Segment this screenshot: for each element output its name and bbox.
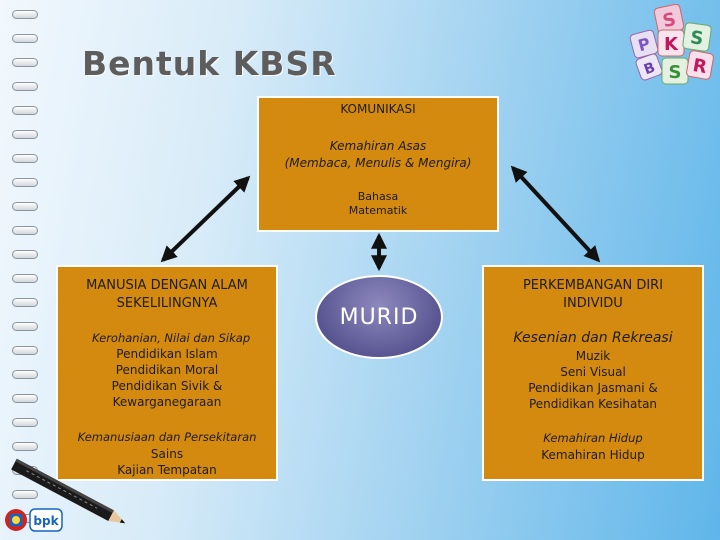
binder-ring-icon bbox=[12, 10, 38, 19]
left-heading-line: MANUSIA DENGAN ALAM bbox=[86, 278, 248, 293]
right-heading-line: PERKEMBANGAN DIRI bbox=[522, 278, 664, 293]
right-heading-line: INDIVIDU bbox=[563, 296, 623, 311]
left-group2-title: Kemanusiaan dan Persekitaran bbox=[77, 430, 257, 444]
binder-ring-icon bbox=[12, 370, 38, 379]
communication-heading: KOMUNIKASI bbox=[340, 102, 416, 116]
binder-ring-icon bbox=[12, 82, 38, 91]
left-group2-item: Sains bbox=[150, 447, 184, 461]
right-group1-title: Kesenian dan Rekreasi bbox=[513, 330, 673, 346]
left-group2-item: Kajian Tempatan bbox=[117, 463, 217, 477]
binder-ring-icon bbox=[12, 202, 38, 211]
basic-skills-title: Kemahiran Asas bbox=[329, 139, 427, 153]
murid-ellipse: MURID bbox=[315, 275, 443, 359]
left-group1-item: Pendidikan Sivik & bbox=[111, 379, 223, 393]
kssr-cubes-logo-icon: S P K S B S R bbox=[629, 4, 714, 85]
binder-ring-icon bbox=[12, 226, 38, 235]
binder-ring-icon bbox=[12, 178, 38, 187]
right-group1-item: Muzik bbox=[575, 349, 611, 363]
jata-crest-icon bbox=[5, 509, 27, 531]
logo-letter: S bbox=[689, 27, 705, 50]
left-group1-item: Pendidikan Moral bbox=[115, 363, 219, 377]
logo-letter: K bbox=[664, 34, 679, 55]
binder-rings bbox=[0, 0, 52, 540]
binder-ring-icon bbox=[12, 274, 38, 283]
personal-development-box: PERKEMBANGAN DIRI INDIVIDU Kesenian dan … bbox=[482, 265, 704, 481]
logo-letter: B bbox=[642, 60, 658, 79]
murid-label: MURID bbox=[339, 304, 419, 330]
binder-ring-icon bbox=[12, 154, 38, 163]
binder-ring-icon bbox=[12, 346, 38, 355]
binder-ring-icon bbox=[12, 34, 38, 43]
binder-ring-icon bbox=[12, 298, 38, 307]
logo-letter: R bbox=[691, 55, 708, 78]
communication-box: KOMUNIKASI Kemahiran Asas (Membaca, Menu… bbox=[257, 96, 499, 232]
arrow-top-left bbox=[160, 175, 251, 263]
right-group1-item: Pendidikan Kesihatan bbox=[528, 397, 658, 411]
page-title: Bentuk KBSR bbox=[82, 44, 337, 83]
pencil-icon bbox=[11, 458, 126, 524]
left-group1-item: Kewarganegaraan bbox=[112, 395, 222, 409]
bpk-logo-text: bpk bbox=[33, 514, 59, 528]
left-group1-title: Kerohanian, Nilai dan Sikap bbox=[92, 331, 251, 345]
logo-letter: P bbox=[636, 34, 653, 55]
binder-ring-icon bbox=[12, 58, 38, 67]
basic-skills-detail: (Membaca, Menulis & Mengira) bbox=[284, 156, 472, 170]
right-group2-item: Kemahiran Hidup bbox=[541, 448, 645, 462]
left-group1-item: Pendidikan Islam bbox=[116, 347, 218, 361]
binder-ring-icon bbox=[12, 106, 38, 115]
logo-letter: S bbox=[669, 62, 682, 83]
binder-ring-icon bbox=[12, 490, 38, 499]
right-group1-item: Pendidikan Jasmani & bbox=[528, 381, 658, 395]
right-group2-title: Kemahiran Hidup bbox=[543, 431, 643, 445]
bpk-logo bbox=[29, 508, 63, 532]
subject-item: Bahasa bbox=[357, 190, 399, 203]
arrow-top-right bbox=[510, 165, 601, 263]
binder-ring-icon bbox=[12, 130, 38, 139]
left-heading-line: SEKELILINGNYA bbox=[116, 296, 218, 311]
binder-ring-icon bbox=[12, 418, 38, 427]
right-group1-item: Seni Visual bbox=[560, 365, 626, 379]
binder-ring-icon bbox=[12, 394, 38, 403]
footer-logos: bpk bbox=[4, 506, 68, 538]
logo-letter: S bbox=[661, 9, 678, 32]
binder-ring-icon bbox=[12, 322, 38, 331]
binder-ring-icon bbox=[12, 442, 38, 451]
binder-ring-icon bbox=[12, 250, 38, 259]
human-environment-box: MANUSIA DENGAN ALAM SEKELILINGNYA Keroha… bbox=[56, 265, 278, 481]
subject-item: Matematik bbox=[348, 204, 408, 217]
